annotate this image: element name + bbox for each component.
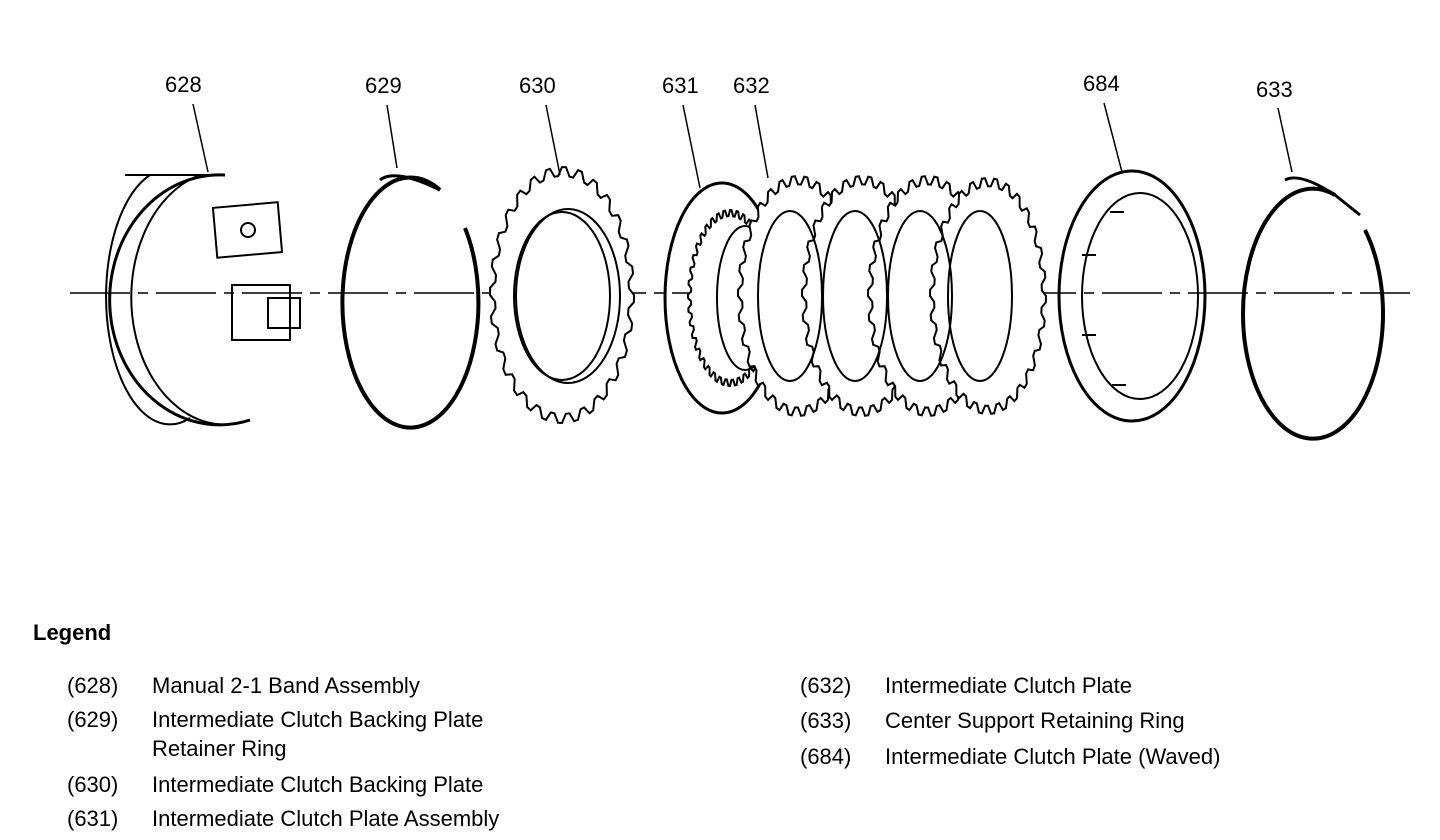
legend-item-number: (630) [67,772,119,797]
legend-title: Legend [33,620,112,645]
part-632-clutch-plates [736,175,1048,417]
legend-item-number: (633) [800,708,852,733]
part-629-retainer-ring [340,174,481,430]
callout-632: 632 [733,73,770,98]
callout-684: 684 [1083,71,1120,96]
legend-item-number: (631) [67,806,119,831]
part-684-waved-plate [1057,169,1207,423]
callout-633: 633 [1256,77,1293,102]
legend-item-text: Intermediate Clutch Plate (Waved) [885,744,1221,769]
part-630-backing-plate [488,165,636,425]
part-628-band-assembly [105,173,301,427]
toothed-plate-outline [488,165,636,425]
legend-item-text: Manual 2-1 Band Assembly [152,673,420,698]
legend-item-text: Intermediate Clutch Plate Assembly [152,806,500,831]
legend-item-text: Intermediate Clutch Backing Plate [152,707,484,732]
callout-628: 628 [165,72,202,97]
callout-629: 629 [365,73,402,98]
legend-item-text: Center Support Retaining Ring [885,708,1185,733]
legend-item-number: (628) [67,673,119,698]
callout-631: 631 [662,73,699,98]
legend-item-text-continued: Retainer Ring [152,736,287,761]
part-633-retaining-ring [1241,176,1385,441]
leader-lines [192,102,1293,189]
toothed-plate-outline [928,177,1048,415]
legend-item-text: Intermediate Clutch Backing Plate [152,772,484,797]
legend-item-text: Intermediate Clutch Plate [885,673,1133,698]
legend-item-number: (684) [800,744,852,769]
exploded-view-diagram: 628 629 630 631 632 684 633 [70,71,1410,441]
legend-item-number: (629) [67,707,119,732]
legend-item-number: (632) [800,673,852,698]
callout-630: 630 [519,73,556,98]
